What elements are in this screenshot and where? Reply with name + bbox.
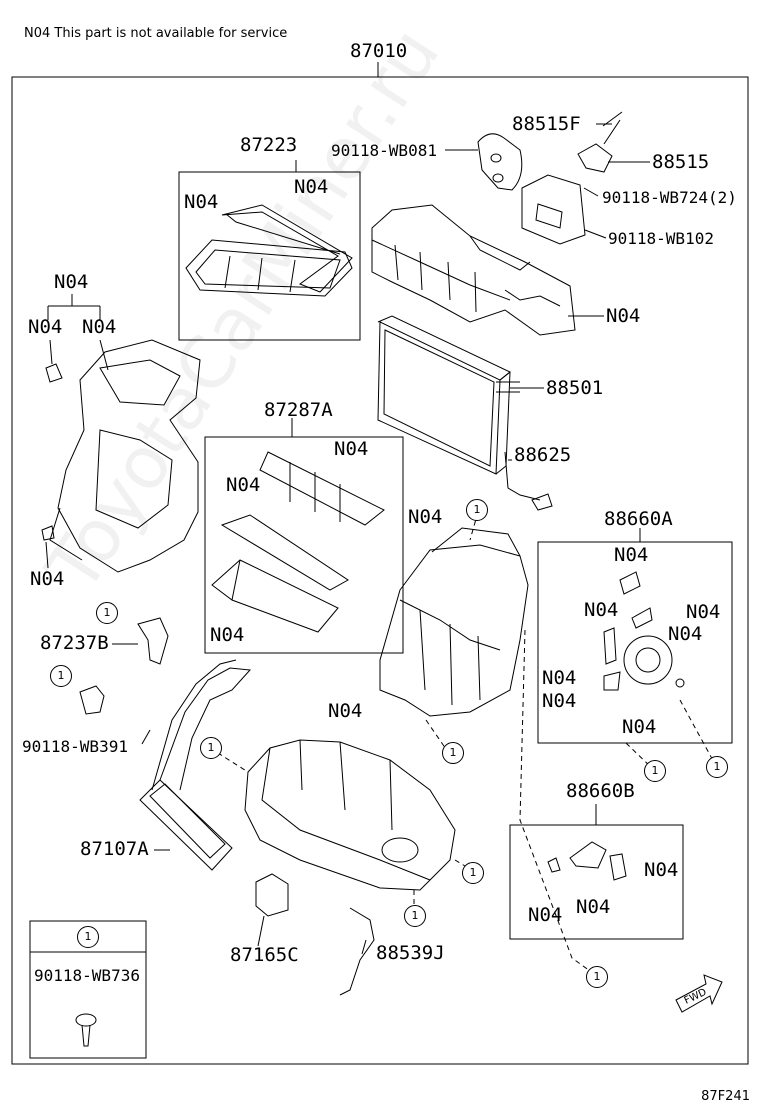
servo-set-b-drawing xyxy=(547,841,627,881)
callout-1: 1 xyxy=(466,499,488,521)
label-n04-heater-unit: N04 xyxy=(408,506,443,528)
label-90118-wb081: 90118-WB081 xyxy=(331,141,437,160)
label-90118-wb102: 90118-WB102 xyxy=(608,229,714,248)
label-88515: 88515 xyxy=(652,151,710,173)
label-n04-servo-b3: N04 xyxy=(528,904,563,926)
label-n04-servo-a1: N04 xyxy=(614,544,649,566)
label-n04-upper-case: N04 xyxy=(606,305,641,327)
servo-set-a-drawing xyxy=(603,571,685,691)
callout-1: 1 xyxy=(644,760,666,782)
label-n04-filter-a: N04 xyxy=(294,176,329,198)
label-n04-servo-a2: N04 xyxy=(584,599,619,621)
label-n04-duct-left: N04 xyxy=(28,316,63,338)
assembly-frame xyxy=(11,76,749,1065)
callout-1: 1 xyxy=(462,862,484,884)
evaporator-drawing xyxy=(377,315,520,475)
filter-cover-drawing xyxy=(521,174,586,245)
label-n04-servo-a4: N04 xyxy=(668,623,703,645)
damper-drawing xyxy=(211,451,385,633)
label-n04-duct-bottom: N04 xyxy=(30,568,65,590)
left-duct-drawing xyxy=(49,339,201,573)
sensor-drawing xyxy=(504,451,541,501)
label-n04-servo-a7: N04 xyxy=(622,716,657,738)
grommet-drawing xyxy=(477,133,523,191)
callout-1: 1 xyxy=(442,742,464,764)
label-87237B: 87237B xyxy=(40,632,109,654)
label-n04-damper-c: N04 xyxy=(210,624,245,646)
callout-1: 1 xyxy=(586,966,608,988)
label-n04-damper-a: N04 xyxy=(334,438,369,460)
servo-motor-drawing xyxy=(577,143,613,173)
upper-case-drawing xyxy=(371,204,576,336)
note-text: N04 This part is not available for servi… xyxy=(24,26,288,41)
callout-1: 1 xyxy=(50,665,72,687)
callout-1: 1 xyxy=(404,905,426,927)
label-n04-servo-b1: N04 xyxy=(644,859,679,881)
label-90118-wb391: 90118-WB391 xyxy=(22,737,128,756)
label-88515F: 88515F xyxy=(512,113,581,135)
heater-core-drawing xyxy=(139,659,252,871)
box-88660A xyxy=(537,541,733,744)
screw-drawing xyxy=(75,1013,97,1047)
callout-1: 1 xyxy=(96,602,118,624)
assembly-number: 87010 xyxy=(350,40,408,62)
label-88660A: 88660A xyxy=(604,508,673,530)
callout-1: 1 xyxy=(77,926,99,948)
callout-1: 1 xyxy=(706,756,728,778)
label-88501: 88501 xyxy=(546,377,604,399)
label-87287A: 87287A xyxy=(264,399,333,421)
resistor-drawing xyxy=(255,873,289,917)
label-n04-servo-a6: N04 xyxy=(542,690,577,712)
label-n04-duct-top: N04 xyxy=(54,271,89,293)
label-n04-duct-right: N04 xyxy=(82,316,117,338)
label-90118-wb736: 90118-WB736 xyxy=(34,966,140,985)
heater-unit-drawing xyxy=(379,527,529,717)
label-88539J: 88539J xyxy=(376,942,445,964)
label-n04-filter-b: N04 xyxy=(184,191,219,213)
figure-reference: 87F241 xyxy=(701,1089,750,1104)
lower-case-drawing xyxy=(244,739,456,891)
fwd-arrow: FWD xyxy=(675,974,723,1013)
drain-hose-drawing xyxy=(339,907,375,996)
label-87107A: 87107A xyxy=(80,838,149,860)
label-n04-damper-b: N04 xyxy=(226,474,261,496)
label-90118-wb724: 90118-WB724(2) xyxy=(602,188,737,207)
label-n04-servo-a5: N04 xyxy=(542,667,577,689)
callout-1: 1 xyxy=(200,737,222,759)
label-88625: 88625 xyxy=(514,444,572,466)
label-87165C: 87165C xyxy=(230,944,299,966)
box-90118-wb736 xyxy=(29,920,147,1059)
label-87223: 87223 xyxy=(240,134,298,156)
label-n04-servo-a3: N04 xyxy=(686,601,721,623)
label-88660B: 88660B xyxy=(566,780,635,802)
label-n04-servo-b2: N04 xyxy=(576,896,611,918)
air-filter-drawing xyxy=(185,204,353,297)
box-87223 xyxy=(178,171,361,341)
box-87287A xyxy=(204,436,404,654)
label-n04-lower-case: N04 xyxy=(328,700,363,722)
